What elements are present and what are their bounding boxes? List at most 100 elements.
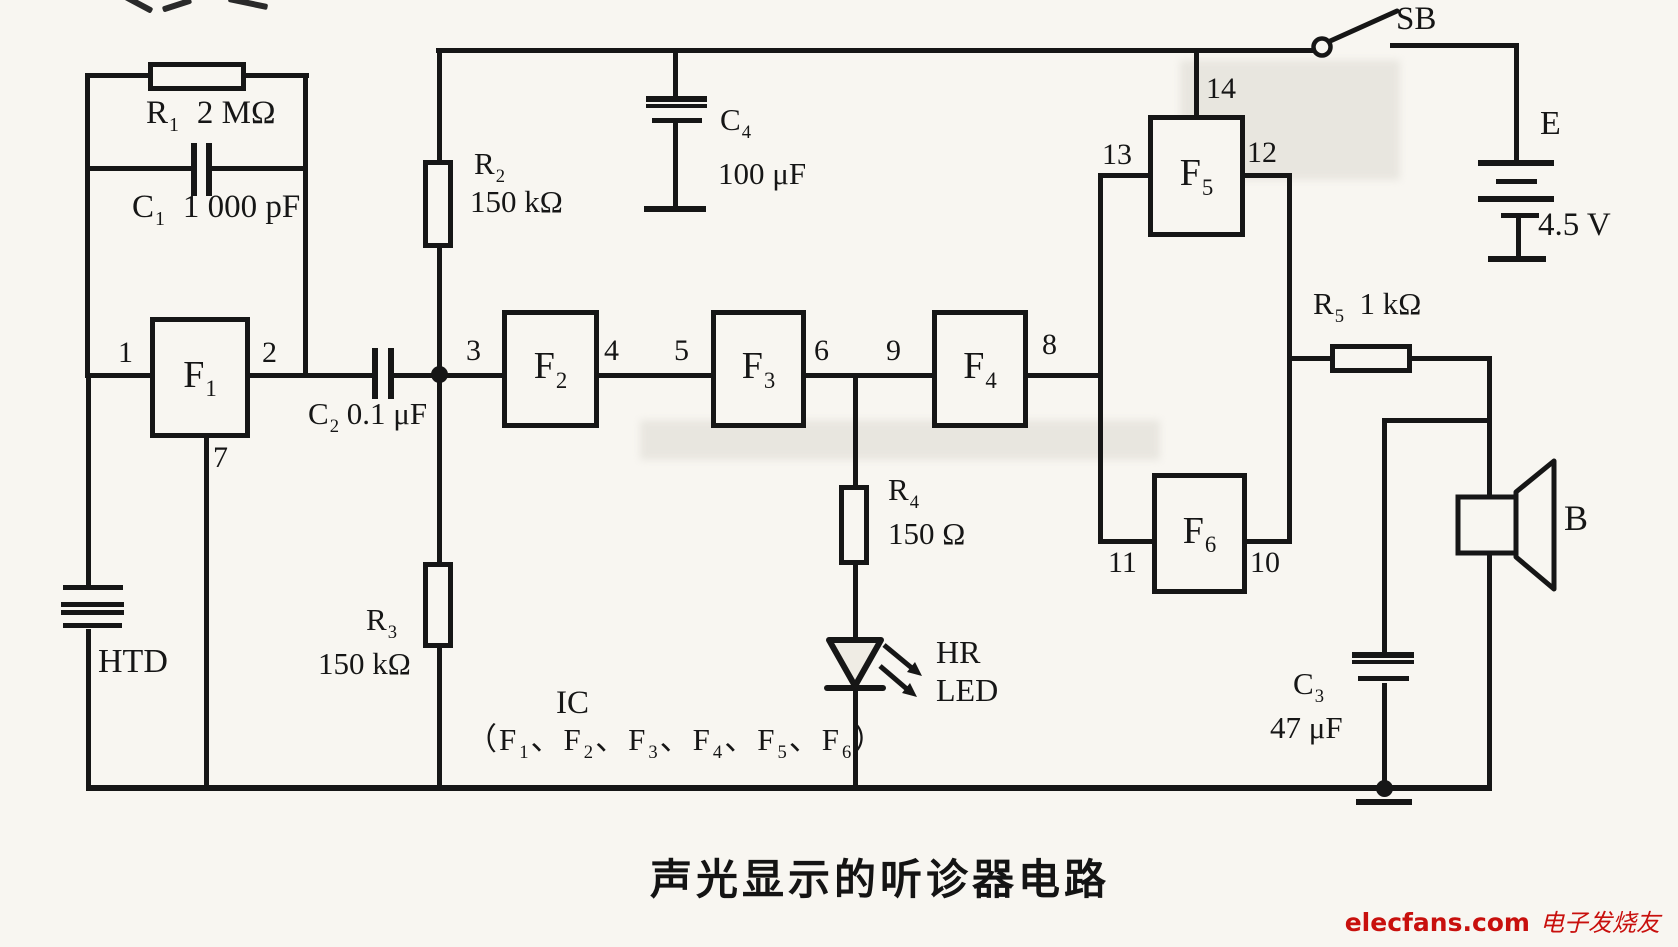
- ic-note-heading: IC: [556, 685, 589, 721]
- wire-f4-pin8: [1026, 373, 1102, 378]
- gate-box-f4: F4: [932, 310, 1028, 428]
- wire-bottom-rail: [86, 785, 1492, 791]
- wire-led-out: [853, 688, 858, 787]
- capacitor-c4-plate: [652, 118, 702, 123]
- wire-c2-out: [393, 373, 442, 378]
- r3-value: 150 kΩ: [318, 646, 411, 681]
- wire-r3-bottom: [437, 646, 442, 787]
- gate-box-f6: F6: [1152, 473, 1247, 594]
- wire-f1-pin2: [246, 373, 375, 378]
- wire-r5-left: [1287, 356, 1332, 361]
- battery-icon: [1496, 179, 1537, 184]
- r2-value: 150 kΩ: [470, 184, 563, 219]
- wire-f1-pin1: [85, 373, 152, 378]
- battery-icon: [1488, 256, 1546, 262]
- htd-transducer-icon: [61, 610, 124, 615]
- wire-c4-stem: [673, 122, 678, 208]
- gate-label-f1: F1: [183, 353, 217, 402]
- wire-r1-left: [85, 73, 150, 78]
- capacitor-c1-plate: [206, 143, 212, 196]
- battery-icon: [1478, 160, 1554, 166]
- diagram-title: 声光显示的听诊器电路: [650, 855, 1111, 904]
- led-label-led: LED: [936, 672, 999, 708]
- resistor-r2-icon: [423, 160, 453, 248]
- wire-r1-right: [244, 73, 309, 78]
- wire-f3-f4: [804, 373, 934, 378]
- pin-label-5: 5: [674, 334, 689, 367]
- ic-note-list: （F1、F2、F3、F4、F5、F6）: [466, 722, 887, 763]
- watermark-slogan: 电子发烧友: [1540, 909, 1660, 937]
- gate-label-f6: F6: [1182, 509, 1217, 558]
- wire-battery-drop: [1514, 43, 1519, 165]
- c3-value: 47 μF: [1270, 710, 1343, 745]
- pin-label-12: 12: [1247, 136, 1277, 169]
- scan-artifact: [227, 0, 269, 11]
- junction-dot-c3-ground: [1376, 780, 1393, 797]
- pin-label-1: 1: [118, 336, 133, 369]
- watermark-brand: elecfans.com: [1344, 908, 1530, 937]
- htd-transducer-icon: [63, 623, 122, 628]
- wire-switch-to-battery: [1390, 43, 1518, 48]
- wire-htd-bottom: [86, 629, 91, 787]
- wire-c4-top: [673, 48, 678, 98]
- gate-label-f3: F3: [741, 345, 776, 393]
- wire-f2-f3: [597, 373, 713, 378]
- pin-label-9: 9: [886, 334, 901, 367]
- wire-f5-pin14: [1194, 48, 1199, 118]
- wire-f1-pin7: [204, 434, 209, 787]
- gate-label-f2: F2: [533, 345, 568, 393]
- r3-label: R3: [366, 602, 397, 643]
- pin-label-4: 4: [604, 334, 619, 367]
- pin-label-14: 14: [1206, 72, 1236, 105]
- wire-r2-top: [437, 48, 442, 162]
- wire-speaker-feed: [1487, 356, 1492, 501]
- resistor-r4-icon: [839, 485, 869, 565]
- r2-label: R2: [474, 146, 505, 187]
- watermark: elecfans.com 电子发烧友: [1345, 903, 1660, 938]
- wire-c3-branch: [1382, 418, 1492, 423]
- c4-label: C4: [720, 102, 751, 143]
- wire-f5f6-left-vertical: [1098, 173, 1103, 544]
- resistor-r3-icon: [423, 562, 453, 648]
- wire-r2-bottom: [437, 246, 442, 377]
- battery-icon: [1516, 213, 1521, 258]
- pin-label-13: 13: [1102, 138, 1132, 171]
- pin-label-7: 7: [213, 441, 228, 474]
- r5-label: R5 1 kΩ: [1313, 286, 1422, 327]
- wire-c3-top: [1382, 418, 1387, 654]
- gate-box-f1: F1: [150, 317, 250, 438]
- scan-artifact: [161, 0, 193, 13]
- pin-label-8: 8: [1042, 328, 1057, 361]
- c2-label: C2 0.1 μF: [308, 396, 428, 437]
- wire-f5-pin13: [1098, 173, 1152, 178]
- wire-c1-left: [85, 166, 193, 171]
- pin-label-6: 6: [814, 334, 829, 367]
- gate-box-f5: F5: [1148, 115, 1245, 237]
- pin-label-11: 11: [1108, 546, 1137, 579]
- speaker-icon: [1455, 458, 1557, 592]
- r4-value: 150 Ω: [888, 516, 966, 551]
- wire-htd-top: [86, 377, 91, 588]
- wire-speaker-bottom: [1487, 551, 1492, 787]
- gate-label-f5: F5: [1179, 152, 1214, 200]
- switch-sb-icon: [1311, 8, 1400, 58]
- capacitor-c1-plate: [191, 143, 197, 196]
- led-label-hr: HR: [936, 634, 981, 670]
- gate-box-f3: F3: [711, 310, 806, 428]
- r4-label: R4: [888, 472, 919, 513]
- gate-box-f2: F2: [502, 310, 599, 428]
- wire-c1-right: [210, 166, 308, 171]
- speaker-label: B: [1564, 498, 1589, 538]
- capacitor-c4-plate: [646, 96, 707, 102]
- wire-r5-right: [1410, 356, 1490, 361]
- wire-f2-pin3: [437, 373, 504, 378]
- wire-r4-branch: [853, 375, 858, 485]
- pin-label-2: 2: [262, 336, 277, 369]
- pin-label-10: 10: [1250, 546, 1280, 579]
- capacitor-c3-plate: [1358, 676, 1409, 681]
- capacitor-c3-plate: [1352, 660, 1414, 664]
- wire-f5-pin12: [1242, 173, 1292, 178]
- capacitor-c2-plate: [372, 348, 378, 399]
